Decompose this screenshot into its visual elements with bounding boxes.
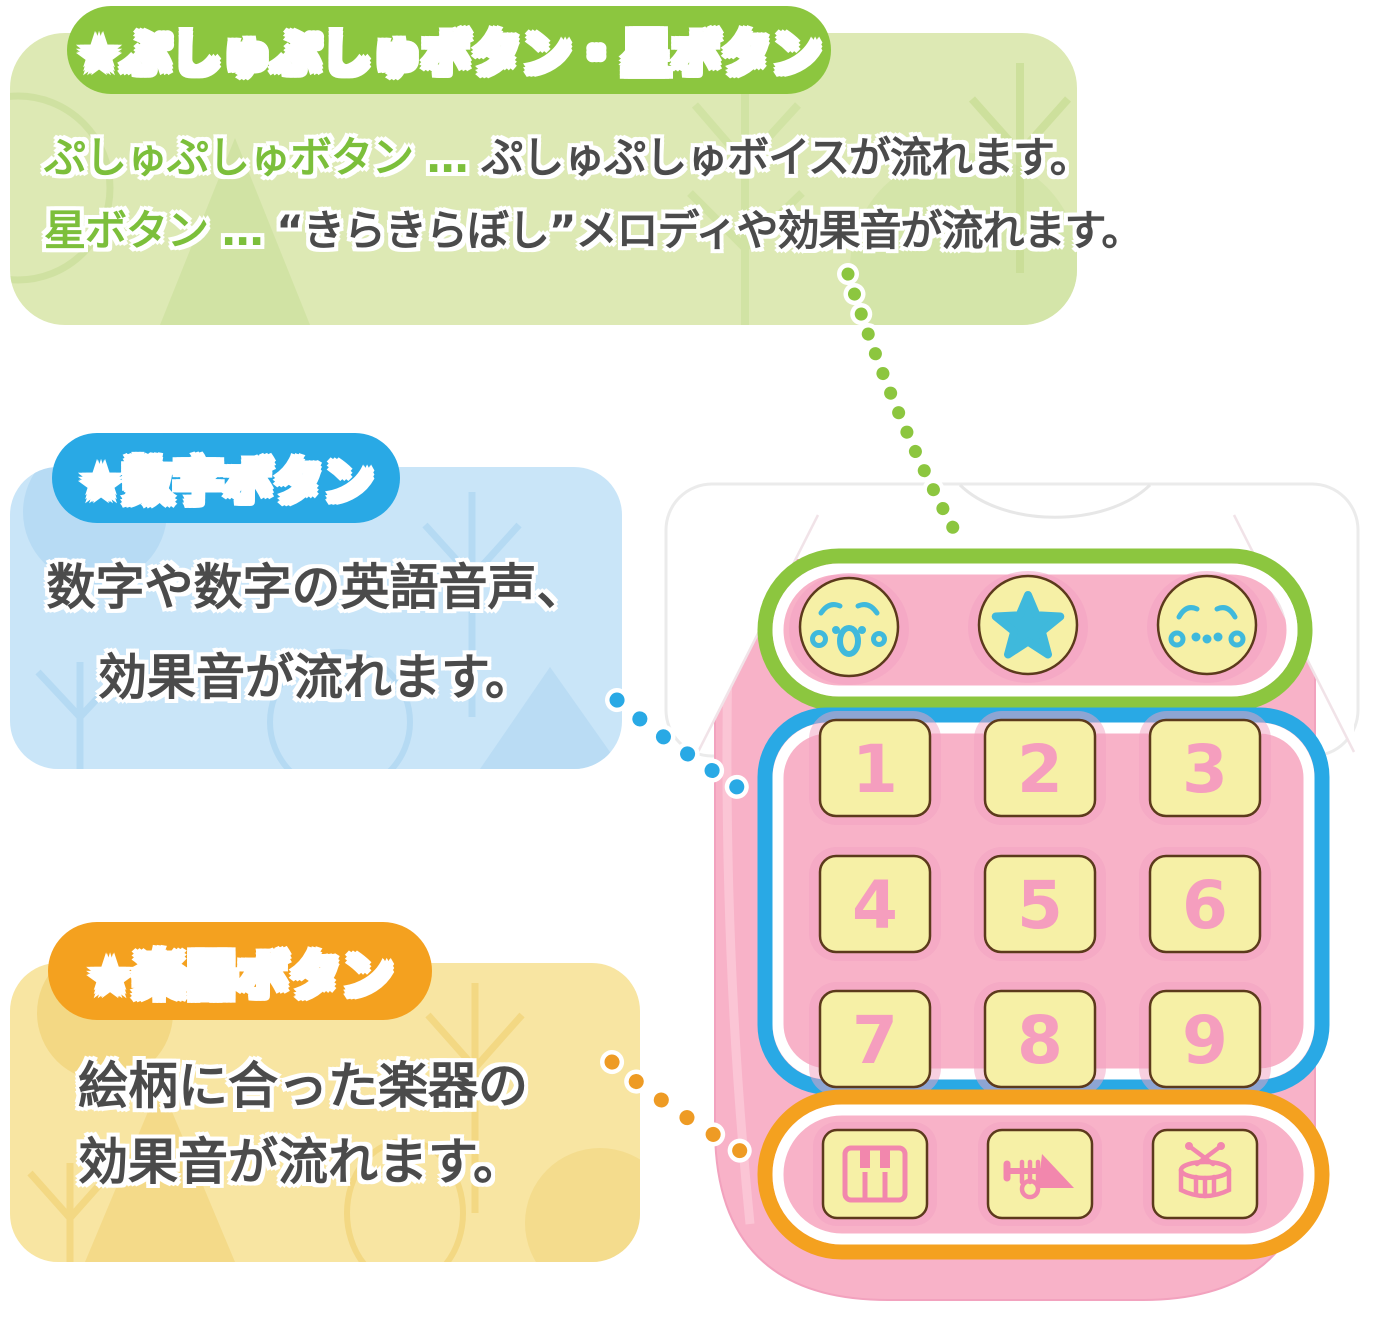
- star-icon: [991, 591, 1065, 659]
- key-5[interactable]: 5: [974, 847, 1106, 961]
- drum-key[interactable]: [1143, 1122, 1267, 1226]
- smile-face-icon: [1168, 605, 1246, 648]
- smile-face-button[interactable]: [1147, 571, 1267, 683]
- key-label: 1: [852, 731, 898, 808]
- star-button[interactable]: [968, 571, 1088, 683]
- star-button-rest: “きらきらぼし”メロディや効果音が流れます。: [276, 206, 1143, 255]
- pushu-button-description: ぷしゅぷしゅボタン … ぷしゅぷしゅボイスが流れます。: [44, 124, 1092, 185]
- trumpet-key[interactable]: [978, 1122, 1102, 1226]
- trumpet-icon: [1003, 1154, 1074, 1200]
- key-3[interactable]: 3: [1139, 711, 1271, 825]
- key-label: 6: [1182, 867, 1228, 944]
- piano-key[interactable]: [813, 1122, 937, 1226]
- key-label: 4: [852, 867, 898, 944]
- pushu-button-rest: ぷしゅぷしゅボイスが流れます。: [481, 133, 1092, 182]
- key-label: 3: [1182, 731, 1228, 808]
- key-7[interactable]: 7: [809, 982, 941, 1096]
- piano-icon: [842, 1145, 908, 1203]
- key-8[interactable]: 8: [974, 982, 1106, 1096]
- pushu-button-lead: ぷしゅぷしゅボタン …: [44, 133, 469, 182]
- star-button-description: 星ボタン … “きらきらぼし”メロディや効果音が流れます。: [44, 197, 1143, 258]
- key-label: 5: [1017, 867, 1063, 944]
- instrument-callout-title: ★楽器ボタン: [48, 922, 432, 1020]
- instrument-title-label: ★楽器ボタン: [86, 946, 394, 1007]
- key-label: 7: [852, 1002, 898, 1079]
- key-2[interactable]: 2: [974, 711, 1106, 825]
- pushu-pushu-face-icon: [810, 602, 887, 657]
- pushu-star-group-outline: [757, 548, 1313, 712]
- number-callout-title: ★数字ボタン: [52, 433, 400, 523]
- pushu-star-callout-title: ★ぷしゅぷしゅボタン・星ボタン: [67, 6, 831, 94]
- drum-icon: [1178, 1142, 1232, 1199]
- instrument-description-line1: 絵柄に合った楽器の: [78, 1057, 528, 1115]
- pushu-pushu-face-button[interactable]: [789, 573, 909, 685]
- key-9[interactable]: 9: [1139, 982, 1271, 1096]
- number-title-label: ★数字ボタン: [78, 453, 374, 511]
- toy-phone: 1 2 3 4 5: [664, 482, 1360, 1301]
- key-label: 9: [1182, 1002, 1228, 1079]
- star-button-lead: 星ボタン …: [44, 206, 264, 255]
- number-description-line2: 効果音が流れます。: [97, 649, 535, 706]
- instrument-group-outline: [757, 1089, 1330, 1260]
- pushu-star-title-label: ★ぷしゅぷしゅボタン・星ボタン: [76, 25, 822, 83]
- key-6[interactable]: 6: [1139, 847, 1271, 961]
- key-label: 2: [1017, 731, 1063, 808]
- instrument-description-line2: 効果音が流れます。: [78, 1133, 523, 1191]
- key-4[interactable]: 4: [809, 847, 941, 961]
- number-description-line1: 数字や数字の英語音声、: [46, 559, 586, 616]
- key-label: 8: [1017, 1002, 1063, 1079]
- key-1[interactable]: 1: [809, 711, 941, 825]
